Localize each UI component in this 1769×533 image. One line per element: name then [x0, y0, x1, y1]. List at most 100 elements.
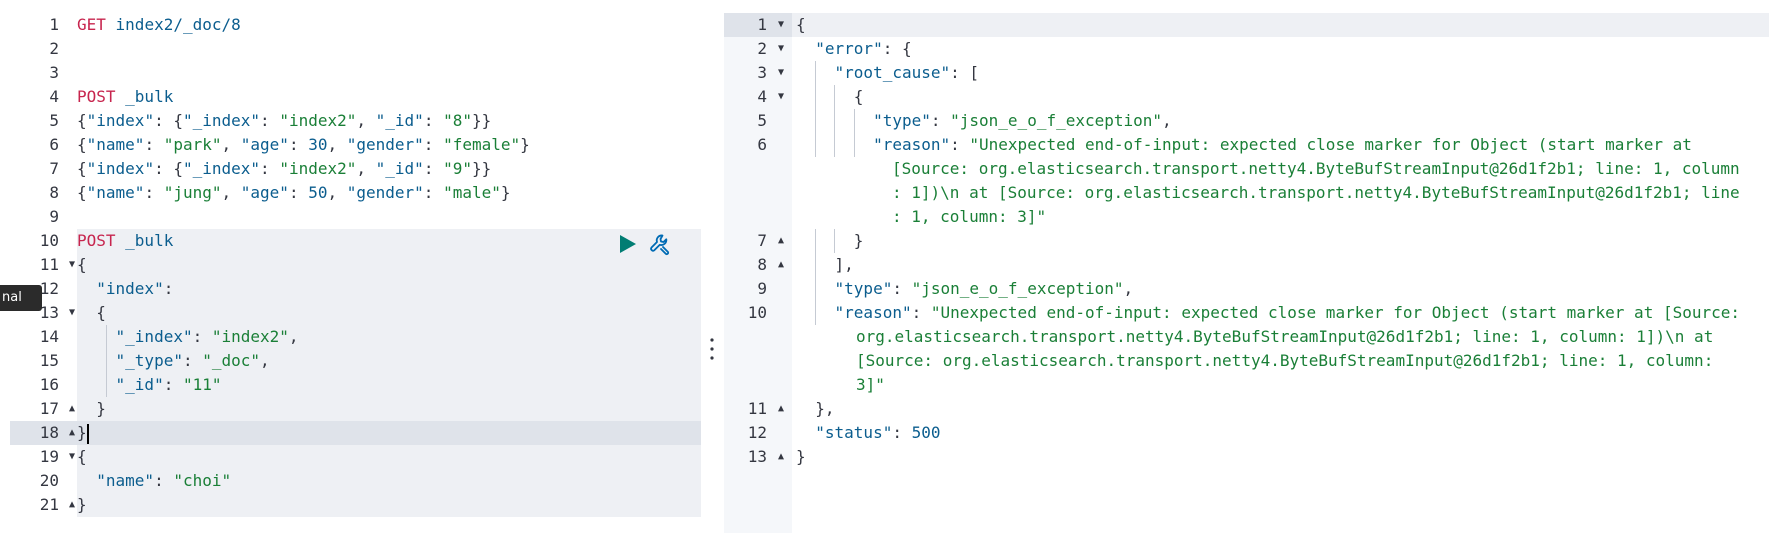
request-gutter: 1 2 3 4 5 6 7 8 9 10 11▼ 12 13▼ 14 15 16…	[10, 13, 77, 517]
line-number: 7	[49, 159, 59, 178]
line-number: 11▲	[724, 397, 792, 421]
code-line: "type": "json_e_o_f_exception",	[796, 277, 1133, 301]
line-number: 5	[49, 111, 59, 130]
fold-down-icon[interactable]: ▼	[777, 67, 784, 78]
line-number: 5	[757, 111, 767, 130]
code-line: "error": {	[815, 39, 912, 58]
code-line: {	[796, 85, 863, 109]
line-number: 6	[49, 135, 59, 154]
line-number: 4	[49, 87, 59, 106]
code-line: GET index2/_doc/8	[77, 15, 241, 34]
code-line-wrap: : 1, column: 3]"	[892, 207, 1047, 226]
line-number: 13▼	[10, 301, 77, 325]
pane-divider	[702, 0, 724, 533]
line-number: 17▲	[10, 397, 77, 421]
fold-down-icon[interactable]: ▼	[777, 91, 784, 102]
line-number: 19▼	[10, 445, 77, 469]
code-line: "name": "choi"	[77, 469, 701, 493]
line-number: 20	[39, 471, 59, 490]
fold-down-icon[interactable]: ▼	[68, 259, 75, 270]
code-line	[77, 205, 701, 229]
line-number: 7▲	[724, 229, 792, 253]
code-line: POST _bulk	[77, 87, 174, 106]
request-editor[interactable]: 1 2 3 4 5 6 7 8 9 10 11▼ 12 13▼ 14 15 16…	[0, 0, 702, 533]
response-viewer	[724, 0, 1769, 533]
resize-handle-icon[interactable]	[706, 336, 718, 362]
code-line: "reason": "Unexpected end-of-input: expe…	[796, 133, 1692, 157]
code-line: {"name": "jung", "age": 50, "gender": "m…	[77, 183, 511, 202]
code-line: {	[796, 15, 806, 34]
line-number: 11▼	[10, 253, 77, 277]
text-caret	[86, 423, 89, 444]
fold-up-icon[interactable]: ▲	[68, 499, 75, 510]
code-line: {	[77, 301, 701, 325]
code-line: {"name": "park", "age": 30, "gender": "f…	[77, 135, 530, 154]
line-number: 8▲	[724, 253, 792, 277]
fold-up-icon[interactable]: ▲	[777, 259, 784, 270]
code-line: "status": 500	[815, 423, 941, 442]
line-number: 4▼	[724, 85, 792, 109]
line-number-active: 1▼	[724, 13, 792, 37]
code-line: },	[815, 399, 835, 418]
line-number: 13▲	[724, 445, 792, 469]
code-line: }	[77, 397, 701, 421]
line-number: 10	[747, 303, 767, 322]
code-line: "root_cause": [	[796, 61, 979, 85]
code-line: {"index": {"_index": "index2", "_id": "9…	[77, 159, 492, 178]
fold-down-icon[interactable]: ▼	[777, 43, 784, 54]
line-number: 21▲	[10, 493, 77, 517]
code-line: "type": "json_e_o_f_exception",	[796, 109, 1172, 133]
line-number: 16	[39, 375, 59, 394]
tooltip: nal	[0, 285, 42, 311]
code-line: {	[77, 445, 701, 469]
code-line: POST _bulk	[77, 229, 701, 253]
code-line: }	[77, 493, 701, 517]
fold-up-icon[interactable]: ▲	[777, 451, 784, 462]
line-number: 9	[49, 207, 59, 226]
response-active-line	[792, 13, 1769, 37]
line-number: 12	[39, 279, 59, 298]
code-line: "reason": "Unexpected end-of-input: expe…	[796, 301, 1740, 325]
code-line	[77, 37, 701, 61]
code-line: {"index": {"_index": "index2", "_id": "8…	[77, 111, 492, 130]
line-number: 12	[747, 423, 767, 442]
code-line-wrap: org.elasticsearch.transport.netty4.ByteB…	[856, 327, 1714, 346]
line-number: 10	[39, 231, 59, 250]
play-icon[interactable]	[616, 233, 638, 255]
line-number: 1	[49, 15, 59, 34]
code-line-wrap: 3]"	[856, 375, 885, 394]
code-line-wrap: [Source: org.elasticsearch.transport.net…	[856, 351, 1714, 370]
code-line	[77, 61, 701, 85]
line-number: 14	[39, 327, 59, 346]
code-line-active: }	[77, 421, 701, 445]
line-number: 15	[39, 351, 59, 370]
code-line: }	[796, 447, 806, 466]
line-number: 2▼	[724, 37, 792, 61]
code-line-wrap: : 1])\n at [Source: org.elasticsearch.tr…	[892, 183, 1740, 202]
code-line-wrap: [Source: org.elasticsearch.transport.net…	[892, 159, 1740, 178]
wrench-icon[interactable]	[648, 232, 672, 256]
code-line: "_index": "index2",	[77, 325, 701, 349]
request-code[interactable]: GET index2/_doc/8 POST _bulk {"index": {…	[77, 13, 701, 517]
fold-up-icon[interactable]: ▲	[68, 427, 75, 438]
line-number-active: 18▲	[10, 421, 77, 445]
fold-down-icon[interactable]: ▼	[68, 307, 75, 318]
code-line: "index":	[77, 277, 701, 301]
line-number: 8	[49, 183, 59, 202]
fold-down-icon[interactable]: ▼	[68, 451, 75, 462]
code-line: ],	[796, 253, 854, 277]
fold-up-icon[interactable]: ▲	[777, 235, 784, 246]
fold-down-icon[interactable]: ▼	[777, 19, 784, 30]
line-number: 2	[49, 39, 59, 58]
line-number: 6	[757, 135, 767, 154]
code-line: {	[77, 253, 701, 277]
line-number: 3	[49, 63, 59, 82]
fold-up-icon[interactable]: ▲	[68, 403, 75, 414]
fold-up-icon[interactable]: ▲	[777, 403, 784, 414]
code-line: "_type": "_doc",	[77, 349, 701, 373]
response-gutter: 1▼ 2▼ 3▼ 4▼ 5 6 7▲ 8▲ 9 10 11▲ 12 13▲	[724, 13, 792, 533]
code-line: "_id": "11"	[77, 373, 701, 397]
code-line: }	[796, 229, 863, 253]
line-number: 9	[757, 279, 767, 298]
line-number: 3▼	[724, 61, 792, 85]
